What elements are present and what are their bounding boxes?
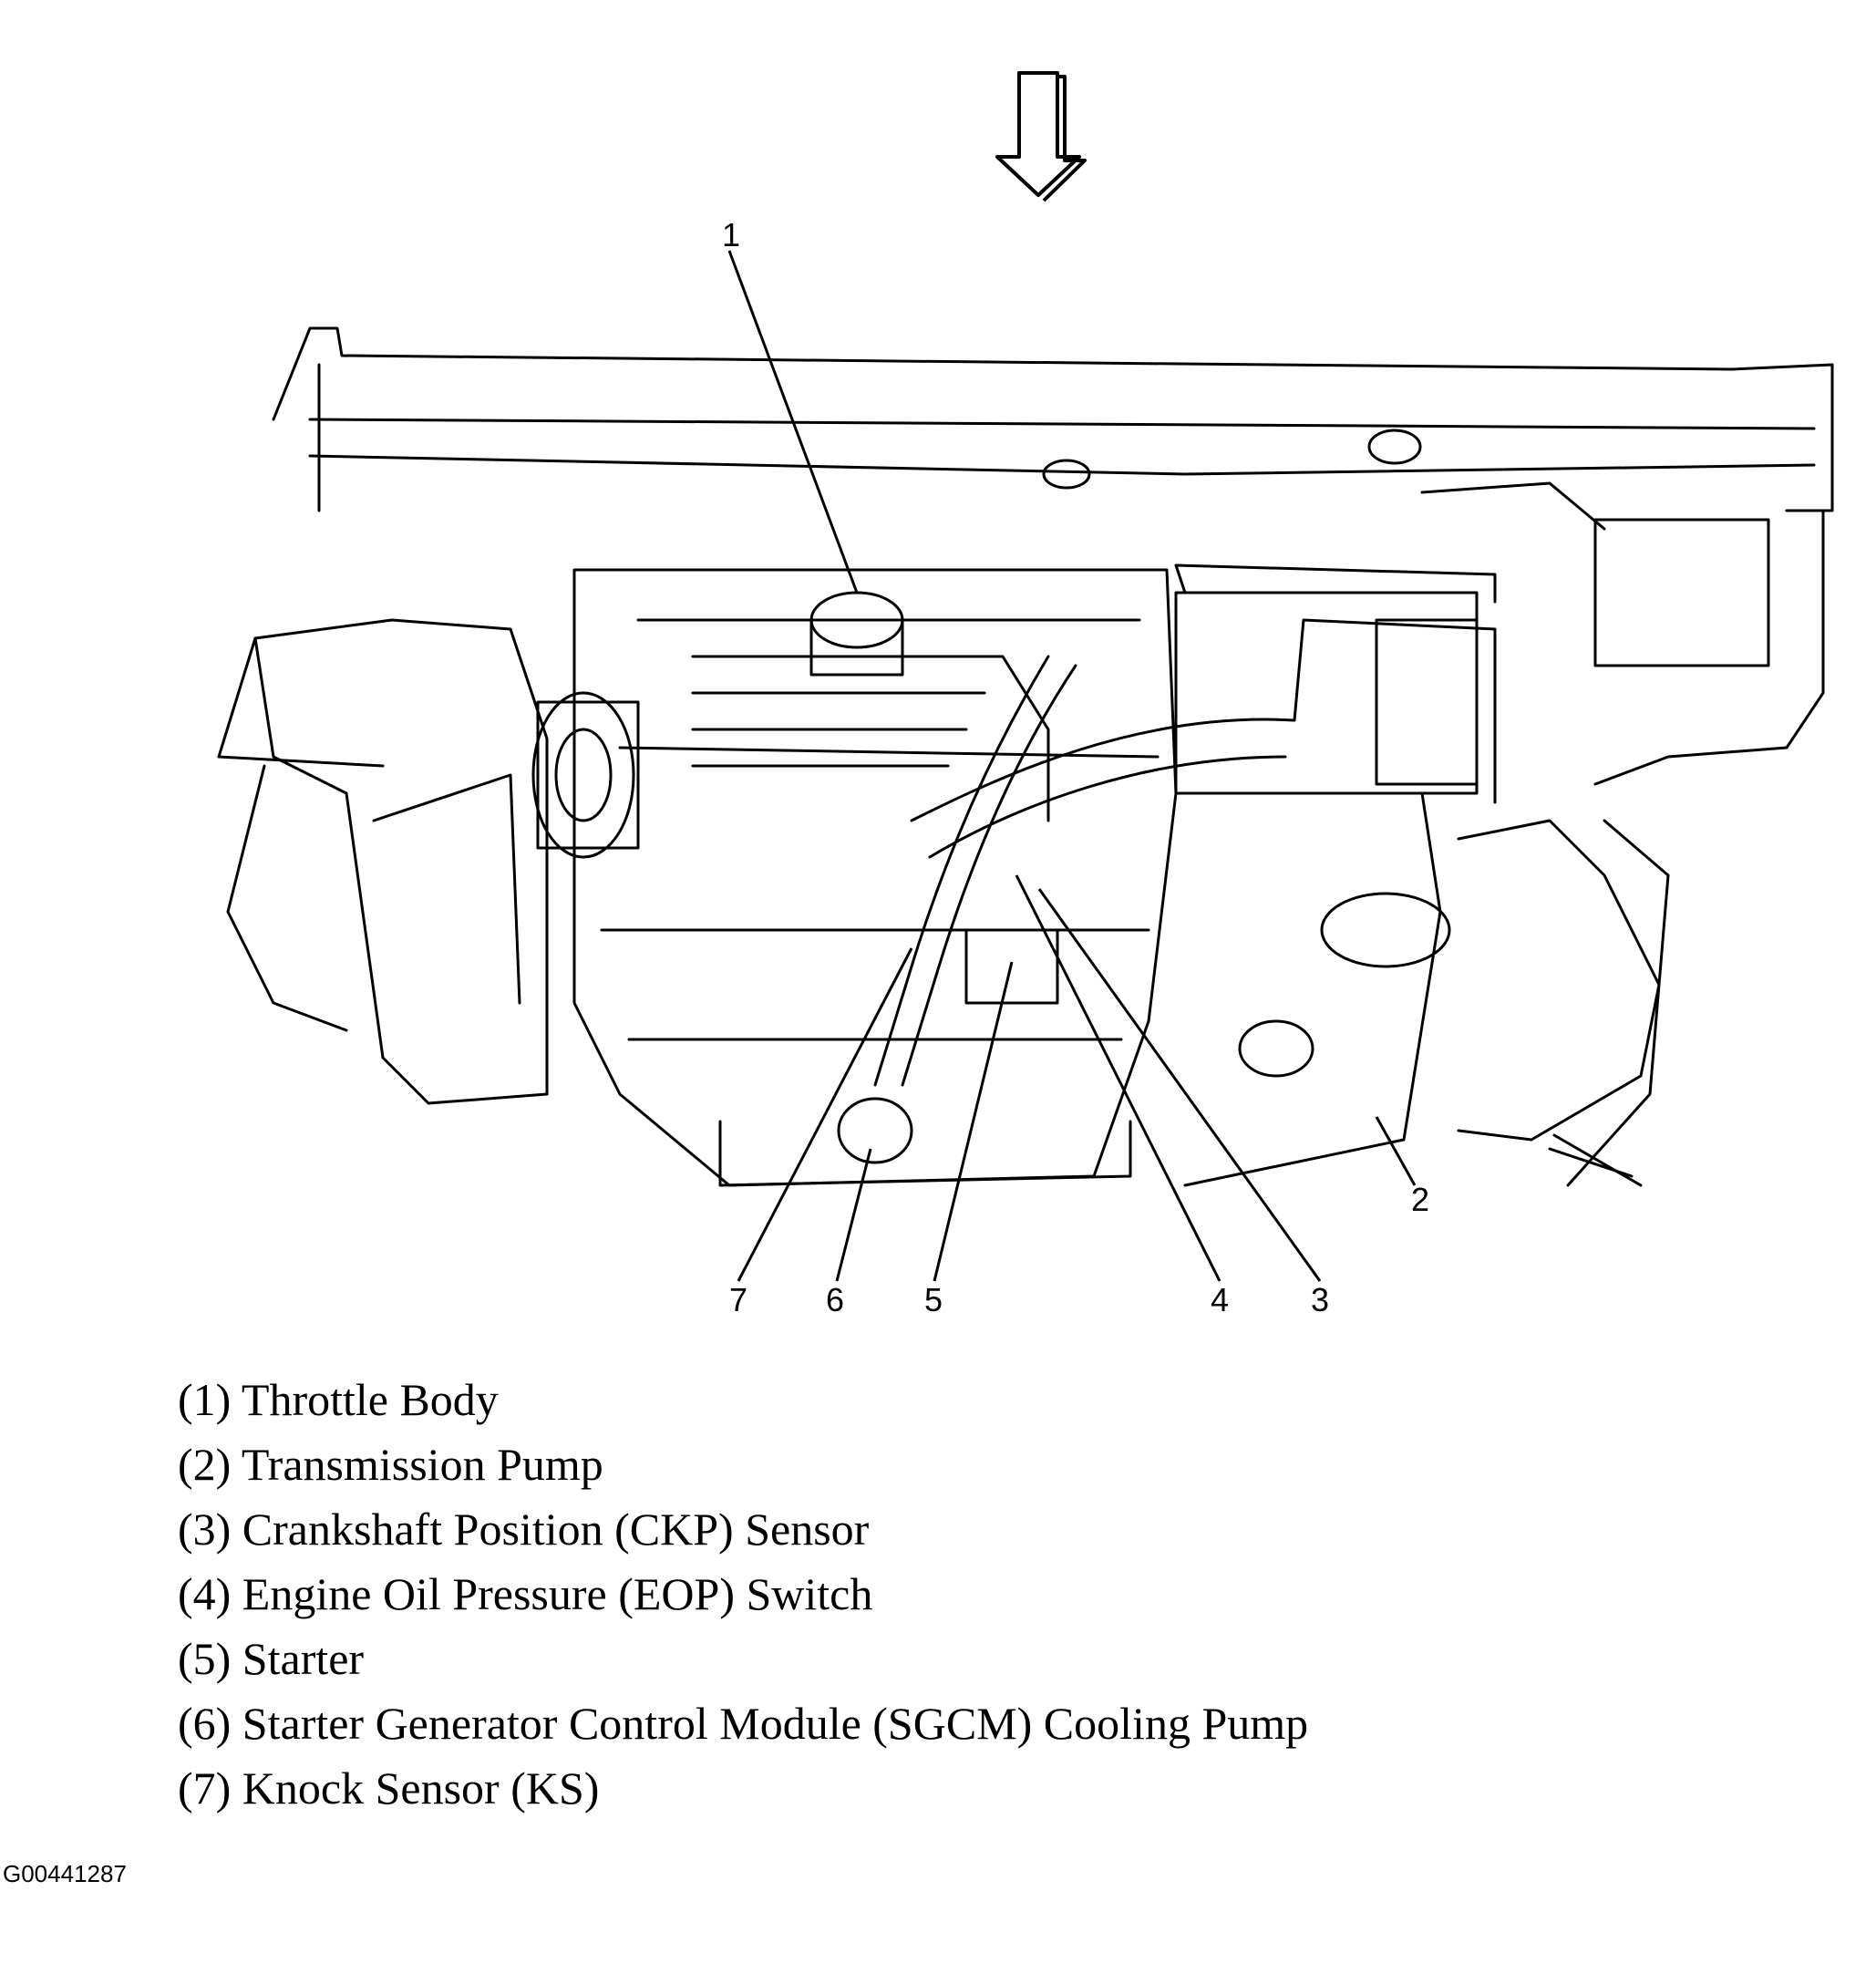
parts-legend: (1) Throttle Body (2) Transmission Pump … <box>178 1368 1308 1821</box>
legend-item: (7) Knock Sensor (KS) <box>178 1762 600 1814</box>
callout-2: 2 <box>1411 1181 1429 1218</box>
legend-item: (4) Engine Oil Pressure (EOP) Switch <box>178 1568 873 1619</box>
legend-item: (1) Throttle Body <box>178 1374 499 1425</box>
down-arrow-icon <box>995 71 1087 202</box>
callout-3: 3 <box>1311 1281 1329 1318</box>
legend-item: (2) Transmission Pump <box>178 1439 603 1490</box>
legend-item: (6) Starter Generator Control Module (SG… <box>178 1698 1309 1749</box>
legend-item: (5) Starter <box>178 1633 365 1684</box>
callout-labels: 1 2 3 4 5 6 7 <box>722 216 1429 1318</box>
callout-1: 1 <box>722 216 740 253</box>
figure-id: G00441287 <box>3 1860 127 1887</box>
leader-lines <box>727 250 1417 1282</box>
engine-line-art <box>217 326 1834 1187</box>
engine-compartment-diagram: 1 2 3 4 5 6 7 <box>217 71 1834 1318</box>
callout-4: 4 <box>1211 1281 1229 1318</box>
legend-item: (3) Crankshaft Position (CKP) Sensor <box>178 1504 870 1555</box>
callout-7: 7 <box>729 1281 747 1318</box>
callout-5: 5 <box>924 1281 943 1318</box>
callout-6: 6 <box>826 1281 844 1318</box>
